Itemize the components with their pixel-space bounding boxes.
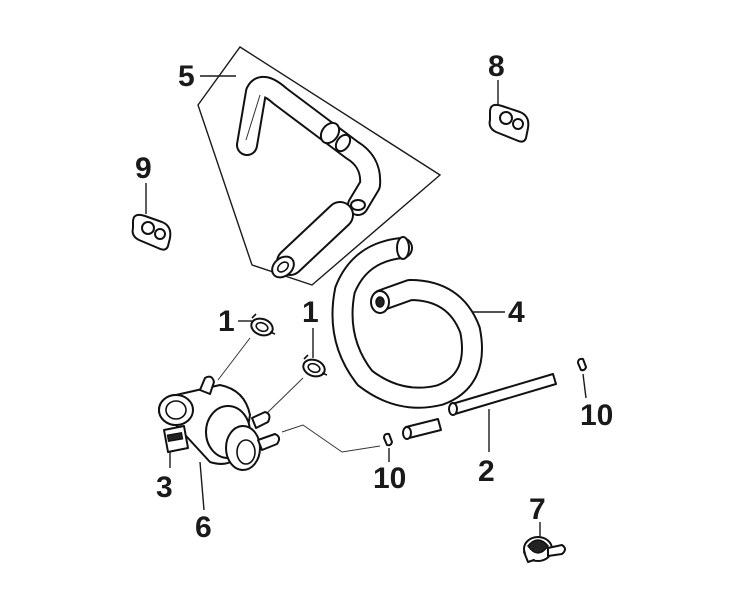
part-1-clamp-upper	[250, 313, 276, 337]
leader-10b	[582, 373, 587, 399]
callout-2: 2	[478, 455, 495, 488]
part-5-frame	[197, 46, 442, 286]
part-9-clip	[131, 213, 172, 251]
part-5-hose-assembly	[197, 46, 442, 286]
callout-3: 3	[156, 471, 173, 504]
part-2-tube	[402, 373, 557, 440]
assembly-line-2	[264, 377, 304, 416]
part-3-sensor	[163, 425, 189, 453]
callout-10a: 10	[373, 462, 406, 495]
callout-9: 9	[135, 152, 152, 185]
part-4-coiled-hose	[331, 236, 483, 409]
part-6-valve	[158, 375, 281, 471]
leader-6	[199, 461, 205, 511]
callout-6: 6	[195, 511, 212, 544]
assembly-line-3	[281, 424, 381, 453]
callout-8: 8	[488, 50, 505, 83]
part-10-clip-left	[383, 432, 393, 447]
assembly-line-1	[217, 337, 251, 381]
part-7-fitting	[523, 536, 566, 563]
callout-4: 4	[508, 296, 525, 329]
part-10-clip-right	[577, 357, 587, 372]
part-8-clip	[488, 103, 530, 143]
callout-5: 5	[178, 60, 195, 93]
callout-10b: 10	[580, 399, 613, 432]
callout-1a: 1	[218, 305, 235, 338]
callout-7: 7	[529, 493, 546, 526]
callout-1b: 1	[302, 296, 319, 329]
part-1-clamp-lower	[302, 354, 328, 378]
